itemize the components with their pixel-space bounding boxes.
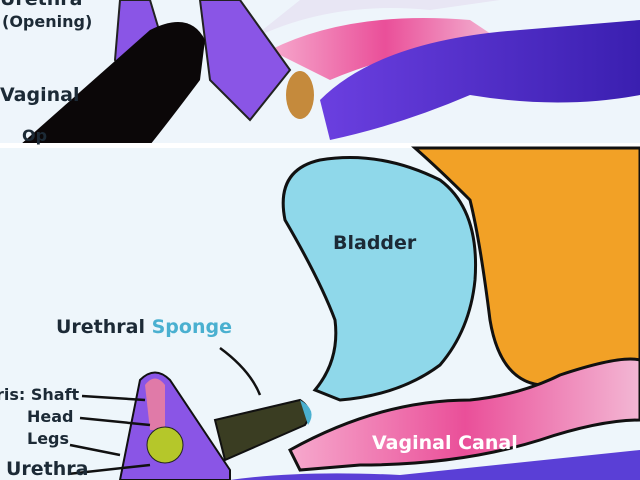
top-opening xyxy=(286,71,314,119)
top-blue-tissue xyxy=(320,20,640,140)
top-pink-tissue xyxy=(270,18,500,80)
label-clitoris-shaft: ris: Shaft xyxy=(0,385,80,404)
label-urethral-sponge: Urethral Sponge xyxy=(56,316,232,338)
label-vaginal-canal: Vaginal Canal xyxy=(372,432,518,454)
urethra-opening xyxy=(146,426,184,464)
top-labia-right xyxy=(198,0,292,122)
finger-silhouette xyxy=(20,22,205,145)
label-urethra-top: Urethra xyxy=(0,0,83,10)
label-sponge: Sponge xyxy=(151,316,232,338)
panel-divider xyxy=(0,143,640,148)
bladder xyxy=(281,156,478,402)
vaginal-canal xyxy=(288,357,640,472)
label-urethra: Urethra xyxy=(6,458,89,480)
label-arrows xyxy=(67,346,262,476)
label-partial: Op xyxy=(22,126,48,145)
label-bladder: Bladder xyxy=(333,232,417,254)
label-urethral: Urethral xyxy=(56,316,145,338)
clitoris-shaft xyxy=(145,378,165,430)
label-head: Head xyxy=(27,407,74,426)
label-legs: Legs xyxy=(27,429,70,448)
top-tissue xyxy=(250,0,500,40)
label-vaginal-top: Vaginal xyxy=(0,84,80,106)
lower-tissue xyxy=(230,450,640,480)
sponge-tip xyxy=(300,400,312,425)
label-opening: (Opening) xyxy=(2,12,93,31)
